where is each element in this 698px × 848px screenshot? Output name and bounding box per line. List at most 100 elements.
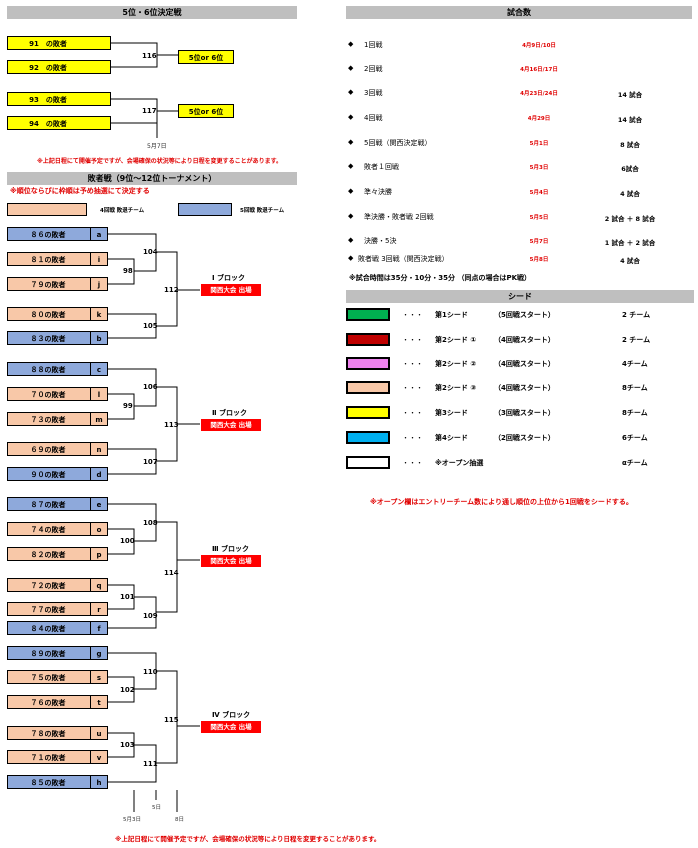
schedule-round: 1回戦 — [364, 41, 383, 49]
s56-team-2: 92 の敗者 — [7, 60, 111, 74]
schedule-games: 14 試合 — [617, 91, 643, 99]
s56-result-2: 5位or 6位 — [178, 104, 234, 118]
team-letter: p — [90, 548, 107, 560]
schedule-round: 3回戦 — [364, 89, 383, 97]
seed-start: （4回戦スタート） — [494, 336, 555, 344]
seed-dots: ・・・ — [402, 336, 423, 344]
team-label: ８６の敗者 — [30, 231, 66, 239]
seed-color-swatch — [346, 381, 390, 394]
schedule-date: 5月8日 — [529, 257, 549, 263]
team-letter: o — [90, 523, 107, 535]
seed-color-swatch — [346, 456, 390, 469]
team-letter: n — [90, 443, 107, 455]
s56-date: 5月7日 — [147, 143, 167, 150]
match-112: 112 — [164, 286, 179, 294]
schedule-games: 4 試合 — [620, 190, 640, 198]
date-3: 8日 — [175, 817, 184, 823]
s56-team-1: 91 の敗者 — [7, 36, 111, 50]
team-letter: l — [90, 388, 107, 400]
team-label: ９０の敗者 — [30, 471, 66, 479]
seed-name: 第2シード ① — [435, 336, 477, 344]
match-109: 109 — [143, 612, 158, 620]
team-letter: h — [90, 776, 107, 788]
team-letter: f — [90, 622, 107, 634]
loser-team-c: ８８の敗者 c — [7, 362, 108, 376]
loser-team-d: ９０の敗者 d — [7, 467, 108, 481]
block-3-label: Ⅲ ブロック — [212, 545, 250, 553]
schedule-round: 敗者戦 3回戦（関西決定戦） — [358, 255, 449, 263]
schedule-games: 1 試合 ＋ 2 試合 — [604, 239, 656, 247]
schedule-round: 準決勝・敗者戦 2回戦 — [364, 213, 434, 221]
schedule-games: 4 試合 — [620, 257, 640, 265]
date-2: 5日 — [152, 805, 161, 811]
team-label: ８１の敗者 — [30, 256, 66, 264]
schedule-date: 5月7日 — [529, 239, 549, 245]
loser-note: ※順位ならびに枠順は予め抽選にて決定する — [10, 187, 150, 195]
team-label: ７７の敗者 — [30, 606, 66, 614]
match-111: 111 — [143, 760, 158, 768]
match-115: 115 — [164, 716, 179, 724]
schedule-date: 4月29日 — [527, 116, 551, 122]
loser-team-i: ８１の敗者 i — [7, 252, 108, 266]
team-letter: v — [90, 751, 107, 763]
team-label: ７９の敗者 — [30, 281, 66, 289]
schedule-date: 5月1日 — [529, 141, 549, 147]
seed-dots: ・・・ — [402, 360, 423, 368]
match-100: 100 — [120, 537, 135, 545]
match-107: 107 — [143, 458, 158, 466]
loser-team-b: ８３の敗者 b — [7, 331, 108, 345]
s56-team-4: 94 の敗者 — [7, 116, 111, 130]
bullet-icon: ◆ — [348, 88, 354, 96]
seed-count: 4チーム — [622, 360, 648, 368]
seed-note: ※オープン欄はエントリーチーム数により通し順位の上位から1回戦をシードする。 — [370, 498, 633, 506]
seed-dots: ・・・ — [402, 459, 423, 467]
seed-dots: ・・・ — [402, 311, 423, 319]
team-letter: s — [90, 671, 107, 683]
seed-color-swatch — [346, 308, 390, 321]
seed-start: （5回戦スタート） — [494, 311, 555, 319]
team-letter: d — [90, 468, 107, 480]
schedule-games: 14 試合 — [617, 116, 643, 124]
bullet-icon: ◆ — [348, 236, 354, 244]
match-105: 105 — [143, 322, 158, 330]
seed-color-swatch — [346, 333, 390, 346]
team-label: ８８の敗者 — [30, 366, 66, 374]
block-1-advance: 関西大会 出場 — [201, 284, 261, 296]
legend-label-5th: 5回戦 敗退チーム — [240, 208, 285, 214]
legend-swatch-4th — [7, 203, 87, 216]
seed-name: 第3シード — [435, 409, 468, 417]
team-letter: q — [90, 579, 107, 591]
team-letter: j — [90, 278, 107, 290]
s56-title: 5位・6位決定戦 — [7, 6, 297, 19]
s56-match-117: 117 — [142, 107, 157, 115]
team-letter: i — [90, 253, 107, 265]
bullet-icon: ◆ — [348, 138, 354, 146]
team-letter: b — [90, 332, 107, 344]
team-letter: c — [90, 363, 107, 375]
bullet-icon: ◆ — [348, 162, 354, 170]
team-label: ８３の敗者 — [30, 335, 66, 343]
seed-color-swatch — [346, 431, 390, 444]
team-letter: g — [90, 647, 107, 659]
schedule-note: ※試合時間は35分・10分・35分 （同点の場合はPK戦） — [349, 274, 532, 282]
block-1-label: Ⅰ ブロック — [212, 274, 246, 282]
match-98: 98 — [123, 267, 133, 275]
block-4-advance: 関西大会 出場 — [201, 721, 261, 733]
seed-dots: ・・・ — [402, 409, 423, 417]
team-label: ７０の敗者 — [30, 391, 66, 399]
schedule-round: 準々決勝 — [364, 188, 392, 196]
schedule-date: 4月16日/17日 — [520, 67, 558, 73]
loser-team-l: ７０の敗者 l — [7, 387, 108, 401]
